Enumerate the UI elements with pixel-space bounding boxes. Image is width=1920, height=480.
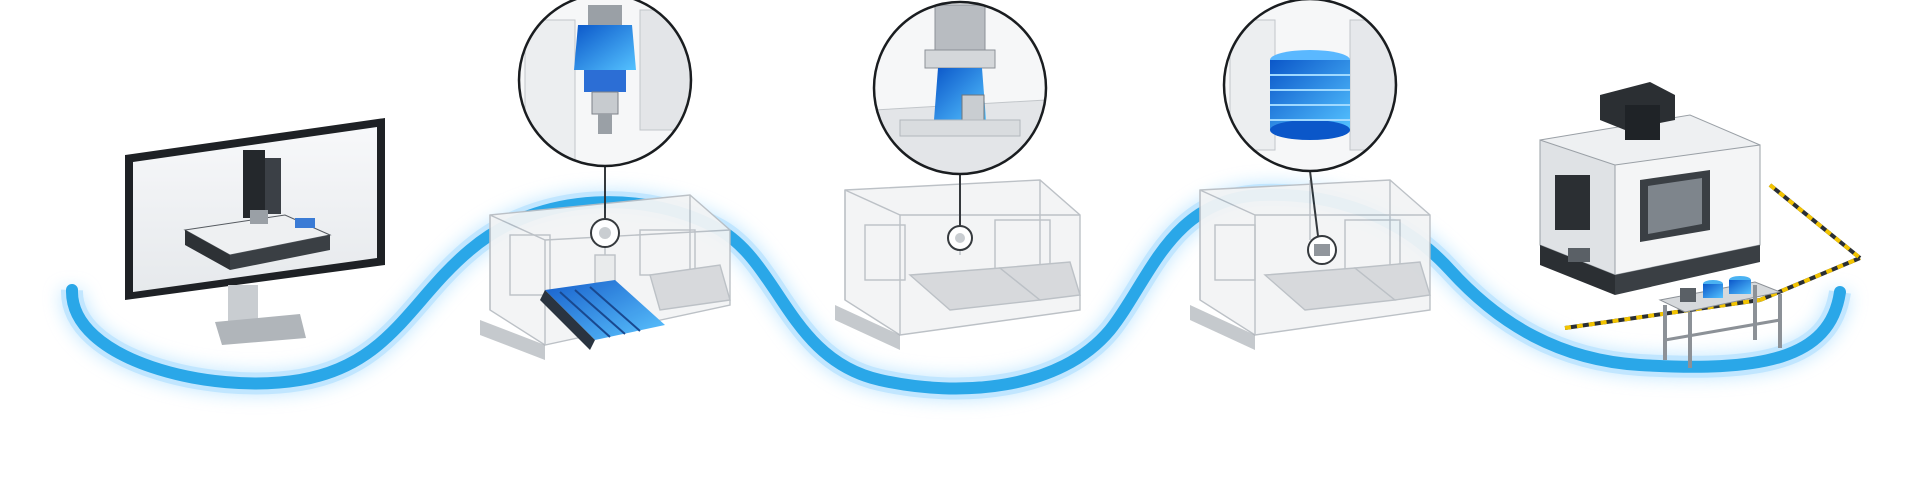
parts-on-table xyxy=(1680,276,1751,302)
zoom-lens-2 xyxy=(872,0,1048,176)
process-flow-path xyxy=(60,183,1851,400)
monitor-cad-stage xyxy=(125,118,385,345)
cnc-machine-icon xyxy=(1539,82,1761,295)
machine-stage-3 xyxy=(1190,170,1431,350)
fixture-plate xyxy=(540,280,665,350)
spindle-icon xyxy=(520,0,691,166)
cylinder-part xyxy=(1270,50,1350,140)
parts-table xyxy=(1658,276,1782,368)
machine-stage-1 xyxy=(480,166,731,360)
cutter-icon xyxy=(874,2,1046,174)
zoom-lens-3 xyxy=(1222,0,1398,173)
cnc-cell-stage xyxy=(1539,82,1862,368)
monitor-icon xyxy=(125,118,385,345)
zoom-lens-1 xyxy=(517,0,693,168)
machine-stage-2 xyxy=(835,174,1081,350)
tool-holder xyxy=(934,68,986,121)
